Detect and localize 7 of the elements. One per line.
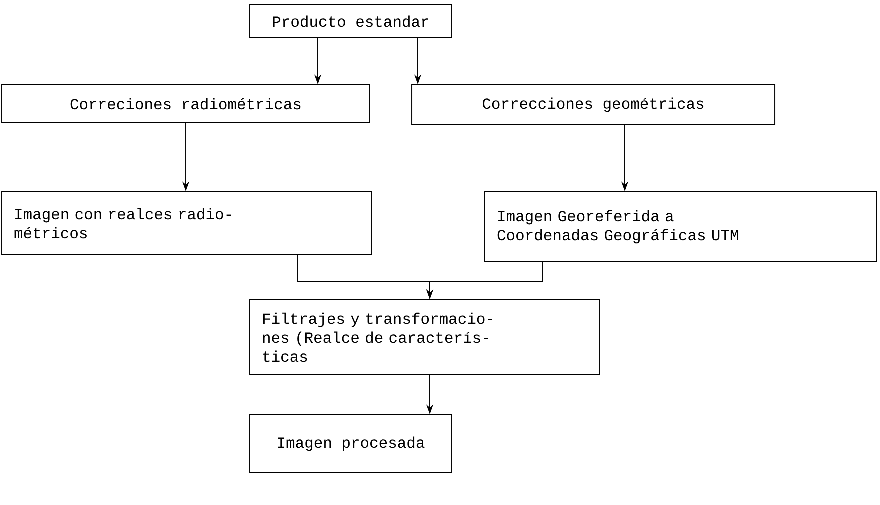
process-box: Imagen procesada [250, 414, 452, 474]
process-box: Filtrajes y transformacio- nes (Realce de caracterís- ticas [250, 299, 600, 376]
process-box: Imagen con realces radio- métricos [2, 191, 372, 256]
process-box: Imagen Georeferida a Coordenadas Geográficas UTM [484, 192, 878, 262]
process-box: Correciones radiométricas [2, 84, 370, 124]
process-box: Producto estandar [250, 4, 452, 38]
process-box: Correcciones geométricas [412, 84, 776, 126]
